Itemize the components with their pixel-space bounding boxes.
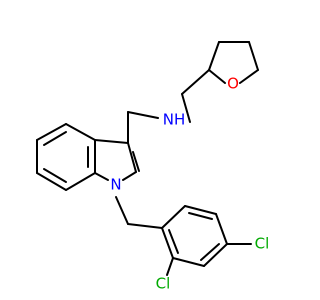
- indole-pyrrole-ring: [94, 139, 140, 181]
- atom-label-o-ring: O: [227, 75, 239, 93]
- atom-label-nh: NH: [163, 111, 186, 129]
- atom-label-cl-ortho: Cl: [156, 275, 171, 293]
- molecule-canvas: NH N O Cl Cl: [36, 41, 270, 293]
- chlorine-bonds: [166, 243, 252, 276]
- aminomethyl-linker: [127, 69, 210, 144]
- indole-benzene-ring: [36, 123, 96, 191]
- tetrahydrofuran-ring: [208, 41, 259, 84]
- molecule-structure: NH N O Cl Cl: [36, 41, 270, 293]
- benzyl-linker: [115, 196, 163, 229]
- dichlorophenyl-ring: [161, 205, 228, 267]
- atom-label-n-ring: N: [110, 176, 121, 194]
- atom-label-cl-para: Cl: [255, 235, 270, 253]
